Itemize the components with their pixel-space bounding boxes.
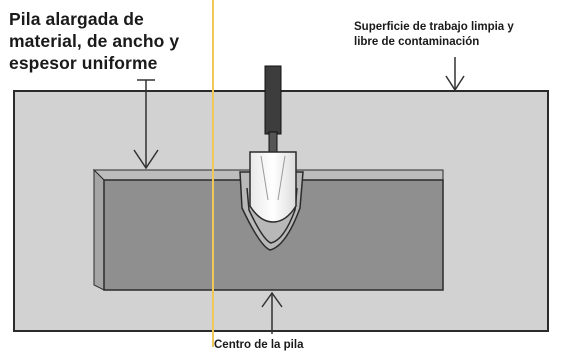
pile-description-label: Pila alargada de material, de ancho y es… bbox=[9, 9, 180, 73]
pile-center-label: Centro de la pila bbox=[214, 339, 304, 351]
arrow-down-icon bbox=[133, 79, 159, 170]
work-surface-label: Superficie de trabajo limpia y libre de … bbox=[354, 21, 514, 48]
probe-collar bbox=[268, 131, 278, 153]
sampling-probe-icon bbox=[249, 65, 297, 223]
arrow-down-icon bbox=[445, 57, 465, 92]
probe-cone bbox=[249, 151, 297, 223]
probe-handle bbox=[264, 65, 282, 135]
pile-left-face bbox=[93, 168, 105, 291]
arrow-up-icon bbox=[261, 291, 283, 334]
cavity-inner-edge bbox=[246, 187, 298, 244]
